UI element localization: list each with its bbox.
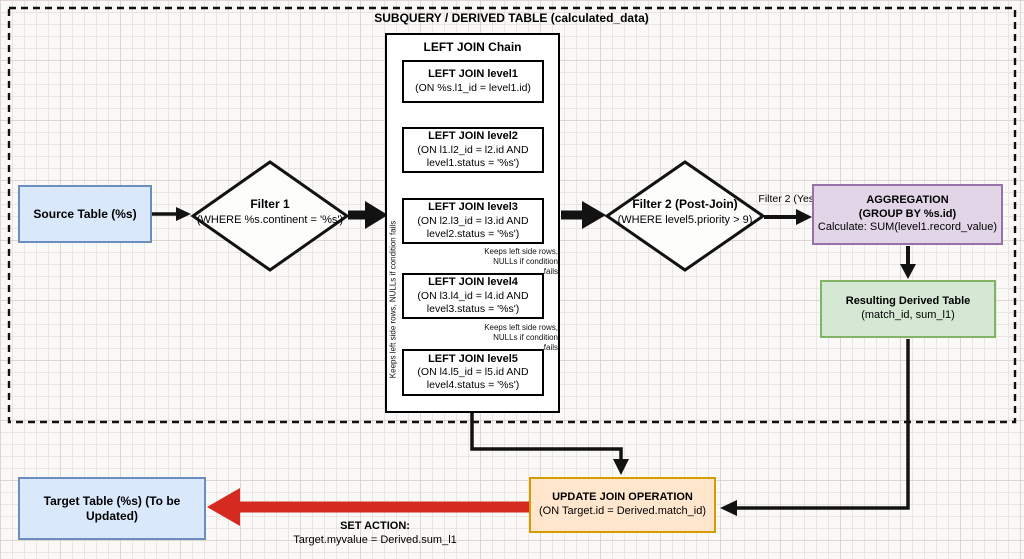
filter2-label: Filter 2 (Post-Join) (WHERE level5.prior… xyxy=(599,197,771,227)
source-table-label: Source Table (%s) xyxy=(33,206,137,221)
filter1-label: Filter 1 (WHERE %s.continent = '%s') xyxy=(184,197,356,227)
join-chain-side-note: Keeps left side rows, NULLs if condition… xyxy=(388,220,398,379)
edge-note-line2: NULLs if condition fails xyxy=(493,256,558,276)
filter2-title: Filter 2 (Post-Join) xyxy=(632,197,738,211)
join-step-title: LEFT JOIN level1 xyxy=(428,68,518,81)
update-join-node: UPDATE JOIN OPERATION (ON Target.id = De… xyxy=(529,477,716,533)
join-step-condition: (ON l2.l3_id = l3.id AND xyxy=(417,214,529,227)
subquery-dashed-border xyxy=(7,6,1017,424)
edge-note-line1: Keeps left side rows, xyxy=(484,323,558,332)
join-step-condition: (ON l4.l5_id = l5.id AND xyxy=(417,366,529,379)
join-step-condition2: level1.status = '%s') xyxy=(426,156,520,169)
filter2-yes-label: Filter 2 (Yes) xyxy=(758,193,818,205)
arrow-derived-to-update xyxy=(720,339,910,516)
join-step-condition: (ON %s.l1_id = level1.id) xyxy=(415,81,531,94)
filter2-diamond-shape xyxy=(604,160,766,272)
filter1-diamond-shape xyxy=(190,160,350,272)
filter2-condition: (WHERE level5.priority > 9) xyxy=(617,213,753,226)
join-step-level4: LEFT JOIN level4 (ON l3.l4_id = l4.id AN… xyxy=(402,273,544,319)
aggregation-node: AGGREGATION (GROUP BY %s.id) Calculate: … xyxy=(812,184,1003,245)
join-step-level5: LEFT JOIN level5 (ON l4.l5_id = l5.id AN… xyxy=(402,349,544,396)
edge-note-line2: NULLs if condition fails xyxy=(493,332,558,352)
edge-note-level3-4: Keeps left side rows, NULLs if condition… xyxy=(478,247,558,276)
aggregation-line1: AGGREGATION xyxy=(866,193,949,206)
set-action-line1: SET ACTION: xyxy=(340,520,410,532)
source-table-node: Source Table (%s) xyxy=(18,185,152,243)
aggregation-line2: (GROUP BY %s.id) xyxy=(858,207,957,220)
arrow-chain-to-filter2 xyxy=(561,201,606,229)
join-step-level2: LEFT JOIN level2 (ON l1.l2_id = l2.id AN… xyxy=(402,127,544,173)
join-step-condition: (ON l3.l4_id = l4.id AND xyxy=(417,289,529,302)
update-join-line1: UPDATE JOIN OPERATION xyxy=(552,491,693,504)
join-step-level1: LEFT JOIN level1 (ON %s.l1_id = level1.i… xyxy=(402,60,544,103)
filter1-condition: (WHERE %s.continent = '%s') xyxy=(196,213,344,226)
join-step-title: LEFT JOIN level4 xyxy=(428,276,518,288)
join-step-condition: (ON l1.l2_id = l2.id AND xyxy=(417,143,529,156)
edge-note-level4-5: Keeps left side rows, NULLs if condition… xyxy=(478,323,558,352)
arrow-source-to-filter1 xyxy=(152,207,191,221)
join-chain-title: LEFT JOIN Chain xyxy=(423,40,522,54)
set-action-line2: Target.myvalue = Derived.sum_l1 xyxy=(293,534,457,547)
target-table-label: Target Table (%s) (To be Updated) xyxy=(43,493,181,523)
aggregation-line3: Calculate: SUM(level1.record_value) xyxy=(817,221,998,234)
arrow-filter1-to-chain xyxy=(348,201,388,229)
derived-table-node: Resulting Derived Table (match_id, sum_l… xyxy=(820,280,996,338)
update-join-line2: (ON Target.id = Derived.match_id) xyxy=(538,505,706,517)
join-step-condition2: level2.status = '%s') xyxy=(426,227,520,240)
derived-table-line2: (match_id, sum_l1) xyxy=(861,309,955,321)
filter1-title: Filter 1 xyxy=(250,197,290,211)
arrow-aggregation-to-derived xyxy=(900,246,916,279)
join-step-condition2: level4.status = '%s') xyxy=(426,379,520,392)
join-step-title: LEFT JOIN level2 xyxy=(428,130,518,142)
join-step-level3: LEFT JOIN level3 (ON l2.l3_id = l3.id AN… xyxy=(402,198,544,244)
join-step-condition2: level3.status = '%s') xyxy=(426,302,520,315)
arrow-update-to-target-red xyxy=(207,488,529,526)
target-table-node: Target Table (%s) (To be Updated) xyxy=(18,477,206,540)
join-step-title: LEFT JOIN level5 xyxy=(428,352,518,365)
arrow-chain-to-update xyxy=(470,413,629,475)
arrow-filter2-to-aggregation xyxy=(764,209,812,225)
edge-note-line1: Keeps left side rows, xyxy=(484,247,558,256)
join-step-title: LEFT JOIN level3 xyxy=(428,201,518,213)
set-action-label: SET ACTION: Target.myvalue = Derived.sum… xyxy=(240,519,510,548)
derived-table-line1: Resulting Derived Table xyxy=(845,295,971,308)
subquery-title: SUBQUERY / DERIVED TABLE (calculated_dat… xyxy=(374,11,649,25)
